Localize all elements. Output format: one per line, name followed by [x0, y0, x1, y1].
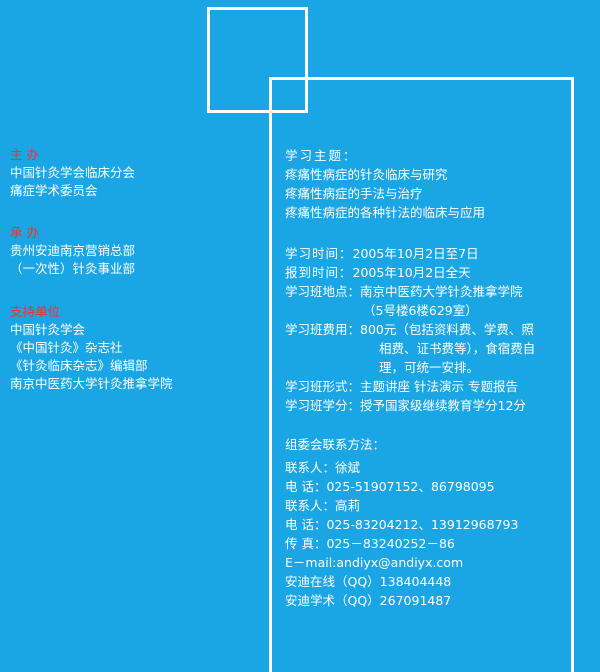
organizers-column: 主 办 中国针灸学会临床分会 痛症学术委员会 承 办 贵州安迪南京营销总部 （一… [10, 146, 260, 417]
contact-section: 组委会联系方法： 联系人：徐斌 电 话：025-51907152、8679809… [285, 435, 570, 610]
study-time-label: 学习时间： [285, 246, 353, 261]
contact-line: 联系人：高莉 [285, 498, 361, 513]
contact-line: 联系人：徐斌 [285, 460, 361, 475]
contact-line: 安迪在线（QQ）138404448 [285, 574, 452, 589]
fee-value-continued: 相费、证书费等），食宿费自 [379, 341, 536, 356]
support-section: 支持单位 中国针灸学会 《中国针灸》杂志社 《针灸临床杂志》编辑部 南京中医药大… [10, 303, 260, 393]
register-time-row: 报到时间： 2005年10月2日全天 [285, 263, 570, 282]
location-value: 南京中医药大学针灸推拿学院 [360, 284, 523, 299]
schedule-section: 学习时间： 2005年10月2日至7日 报到时间： 2005年10月2日全天 学… [285, 244, 570, 415]
topic-item: 疼痛性病症的针灸临床与研究 [285, 167, 448, 182]
location-row: 学习班地点： 南京中医药大学针灸推拿学院 [285, 282, 570, 301]
contact-line: 安迪学术（QQ）267091487 [285, 593, 452, 608]
topic-label: 学习主题： [285, 148, 358, 163]
sponsor-heading: 主 办 [10, 147, 39, 162]
topic-item: 疼痛性病症的手法与治疗 [285, 186, 423, 201]
fee-value: 800元（包括资料费、学费、照 [360, 322, 534, 337]
credit-row: 学习班学分： 授予国家级继续教育学分12分 [285, 396, 570, 415]
sponsor-section: 主 办 中国针灸学会临床分会 痛症学术委员会 [10, 146, 260, 200]
sponsor-line: 痛症学术委员会 [10, 183, 98, 198]
support-line: 《中国针灸》杂志社 [10, 340, 123, 355]
credit-value: 授予国家级继续教育学分12分 [360, 398, 526, 413]
co-organizer-section: 承 办 贵州安迪南京营销总部 （一次性）针灸事业部 [10, 224, 260, 278]
co-organizer-heading: 承 办 [10, 225, 39, 240]
location-label: 学习班地点： [285, 284, 361, 299]
support-line: 南京中医药大学针灸推拿学院 [10, 376, 173, 391]
contact-line: 电 话：025-83204212、13912968793 [285, 517, 519, 532]
fee-row: 学习班费用： 800元（包括资料费、学费、照 [285, 320, 570, 339]
support-heading: 支持单位 [10, 304, 61, 319]
contact-line: 电 话：025-51907152、86798095 [285, 479, 495, 494]
location-detail: （5号楼6楼629室） [363, 303, 478, 318]
co-organizer-line: 贵州安迪南京营销总部 [10, 243, 136, 258]
sponsor-line: 中国针灸学会临床分会 [10, 165, 136, 180]
decorative-frame-small [207, 7, 308, 113]
co-organizer-line: （一次性）针灸事业部 [10, 261, 136, 276]
course-info-column: 学习主题： 疼痛性病症的针灸临床与研究 疼痛性病症的手法与治疗 疼痛性病症的各种… [285, 146, 570, 610]
credit-label: 学习班学分： [285, 398, 361, 413]
study-time-value: 2005年10月2日至7日 [352, 246, 479, 261]
fee-label: 学习班费用： [285, 322, 361, 337]
contact-title: 组委会联系方法： [285, 437, 386, 452]
decorative-frame-large [269, 77, 574, 672]
format-row: 学习班形式： 主题讲座 针法演示 专题报告 [285, 377, 570, 396]
format-value: 主题讲座 针法演示 专题报告 [360, 379, 518, 394]
fee-value-continued: 理，可统一安排。 [379, 360, 480, 375]
register-time-value: 2005年10月2日全天 [352, 265, 471, 280]
study-time-row: 学习时间： 2005年10月2日至7日 [285, 244, 570, 263]
register-time-label: 报到时间： [285, 265, 353, 280]
format-label: 学习班形式： [285, 379, 361, 394]
contact-line: 传 真：025－83240252－86 [285, 536, 455, 551]
support-line: 《针灸临床杂志》编辑部 [10, 358, 148, 373]
support-line: 中国针灸学会 [10, 322, 86, 337]
topic-item: 疼痛性病症的各种针法的临床与应用 [285, 205, 486, 220]
contact-line: E－mail:andiyx@andiyx.com [285, 555, 464, 570]
